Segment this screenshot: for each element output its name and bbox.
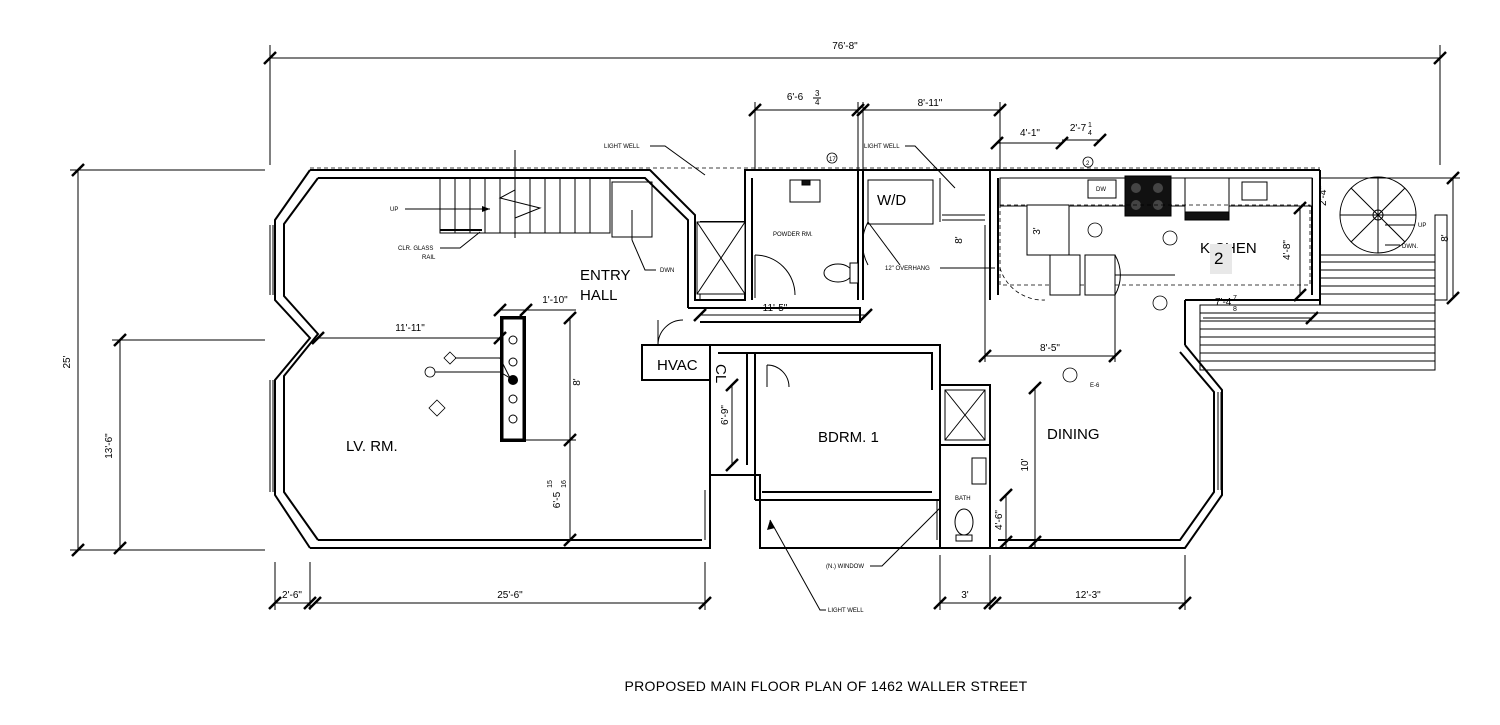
dim-overall-width: 25' [62, 355, 73, 368]
label-bedroom: BDRM. 1 [818, 429, 879, 446]
dim-overall-length: 76'-8" [832, 41, 858, 52]
note-up: UP [390, 207, 398, 213]
dim-living-lower-den: 16 [561, 480, 568, 488]
label-bath: BATH [955, 496, 971, 502]
label-living-room: LV. RM. [346, 438, 398, 455]
bottom-dimensions: 2'-6" 25'-6" 3' 12'-3" [268, 555, 1192, 610]
note-overhang: 12" OVERHANG [885, 266, 930, 272]
label-dishwasher: DW [1096, 187, 1106, 193]
dim-laundry-width: 8'-11" [918, 98, 943, 109]
bay-depth-dimension: 13'-6" [104, 333, 265, 555]
overall-width-dimension: 25' [62, 163, 265, 557]
note-glass-rail-2: RAIL [422, 255, 436, 261]
dim-fireplace-height: 8' [572, 378, 583, 386]
dim-bottom-b: 25'-6" [497, 590, 523, 601]
dim-powder-frac-num: 3 [815, 89, 820, 98]
overall-length-dimension: 76'-8" [263, 41, 1447, 165]
label-hvac: HVAC [657, 357, 698, 374]
interior-walls [641, 170, 999, 549]
dim-bath-height: 4'-6" [994, 510, 1005, 530]
label-entry: ENTRY [580, 267, 631, 284]
dim-kitchen-b: 2'-7 [1070, 123, 1087, 134]
dim-stair-offset: 2'-4" [1318, 186, 1329, 206]
rear-deck: 7'-4 7 8 [1199, 214, 1448, 371]
label-hall: HALL [580, 287, 618, 304]
plan-title: PROPOSED MAIN FLOOR PLAN OF 1462 WALLER … [624, 678, 1027, 694]
dim-laundry-height: 8' [954, 236, 965, 244]
living-dimensions: 11'-11" 1'-10" 8' 6'-5 15 16 [311, 295, 583, 547]
label-dining: DINING [1047, 426, 1100, 443]
dim-bottom-d: 12'-3" [1075, 590, 1101, 601]
label-closet: CL [712, 364, 729, 383]
windows [269, 178, 1222, 540]
note-glass-rail-1: CLR. GLASS [398, 246, 433, 252]
main-stair [405, 150, 653, 240]
hall-dimensions: 11'-5" [693, 303, 873, 322]
top-dimensions: 6'-6 3 4 8'-11" 4'-1" 2'-7 1 4 [748, 89, 1107, 170]
spiral-up-label: UP [1418, 223, 1426, 229]
dim-living-lower-num: 15 [547, 480, 554, 488]
dim-dining-height: 10' [1020, 458, 1031, 471]
tag-17: 17 [829, 157, 836, 163]
note-down: DWN [660, 268, 674, 274]
dim-living-width: 11'-11" [395, 323, 425, 334]
note-new-window: (N.) WINDOW [826, 564, 864, 570]
dim-kitchen-height: 4'-8" [1282, 240, 1293, 260]
dim-bottom-a: 2'-6" [282, 590, 302, 601]
bedroom-area: 6'-9" BATH 4'-6" 10' [657, 319, 1042, 549]
dim-living-lower: 6'-5 [552, 491, 563, 508]
kitchen: DW K CHEN 2 4'-8" 3' 8'-5" [978, 175, 1313, 363]
dim-bottom-c: 3' [961, 590, 969, 601]
kitchen-tag-2: 2 [1214, 249, 1223, 268]
dim-deck-num: 7 [1233, 295, 1237, 302]
label-washer-dryer: W/D [877, 192, 906, 209]
annotations: LIGHT WELL LIGHT WELL UP CLR. GLASS RAIL… [390, 144, 1178, 614]
tag-kitchen-2: 2 [1086, 161, 1090, 167]
note-light-well-bottom: LIGHT WELL [828, 608, 864, 614]
dim-kitchen-b-num: 1 [1088, 122, 1092, 129]
powder-room: POWDER RM. [696, 179, 859, 298]
dim-island: 3' [1032, 227, 1043, 235]
spiral-down-label: DWN. [1402, 244, 1418, 250]
dim-bay-depth: 13'-6" [104, 433, 115, 459]
dim-deck: 7'-4 [1215, 297, 1232, 308]
fireplace [500, 316, 526, 442]
dim-fireplace-width: 1'-10" [542, 295, 568, 306]
dim-deck-den: 8 [1233, 306, 1237, 313]
dim-kitchen-b-den: 4 [1088, 130, 1092, 137]
dim-powder-width: 6'-6 [787, 92, 804, 103]
label-powder-room: POWDER RM. [773, 232, 813, 238]
dim-kitchen-a: 4'-1" [1020, 128, 1040, 139]
note-light-well-right: LIGHT WELL [864, 144, 900, 150]
dim-kitchen-width: 8'-5" [1040, 343, 1060, 354]
laundry-room: W/D 8' [862, 179, 965, 266]
dim-powder-frac-den: 4 [815, 98, 820, 107]
dim-right-height: 8' [1440, 234, 1451, 242]
dim-hall-width: 11'-5" [763, 303, 788, 314]
exterior-walls [274, 167, 1321, 549]
note-light-well-left: LIGHT WELL [604, 144, 640, 150]
spiral-stair: UP DWN. 8' 2'-4" [1318, 171, 1460, 305]
dim-closet-height: 6'-9" [720, 405, 731, 425]
note-e6: E-6 [1090, 383, 1100, 389]
